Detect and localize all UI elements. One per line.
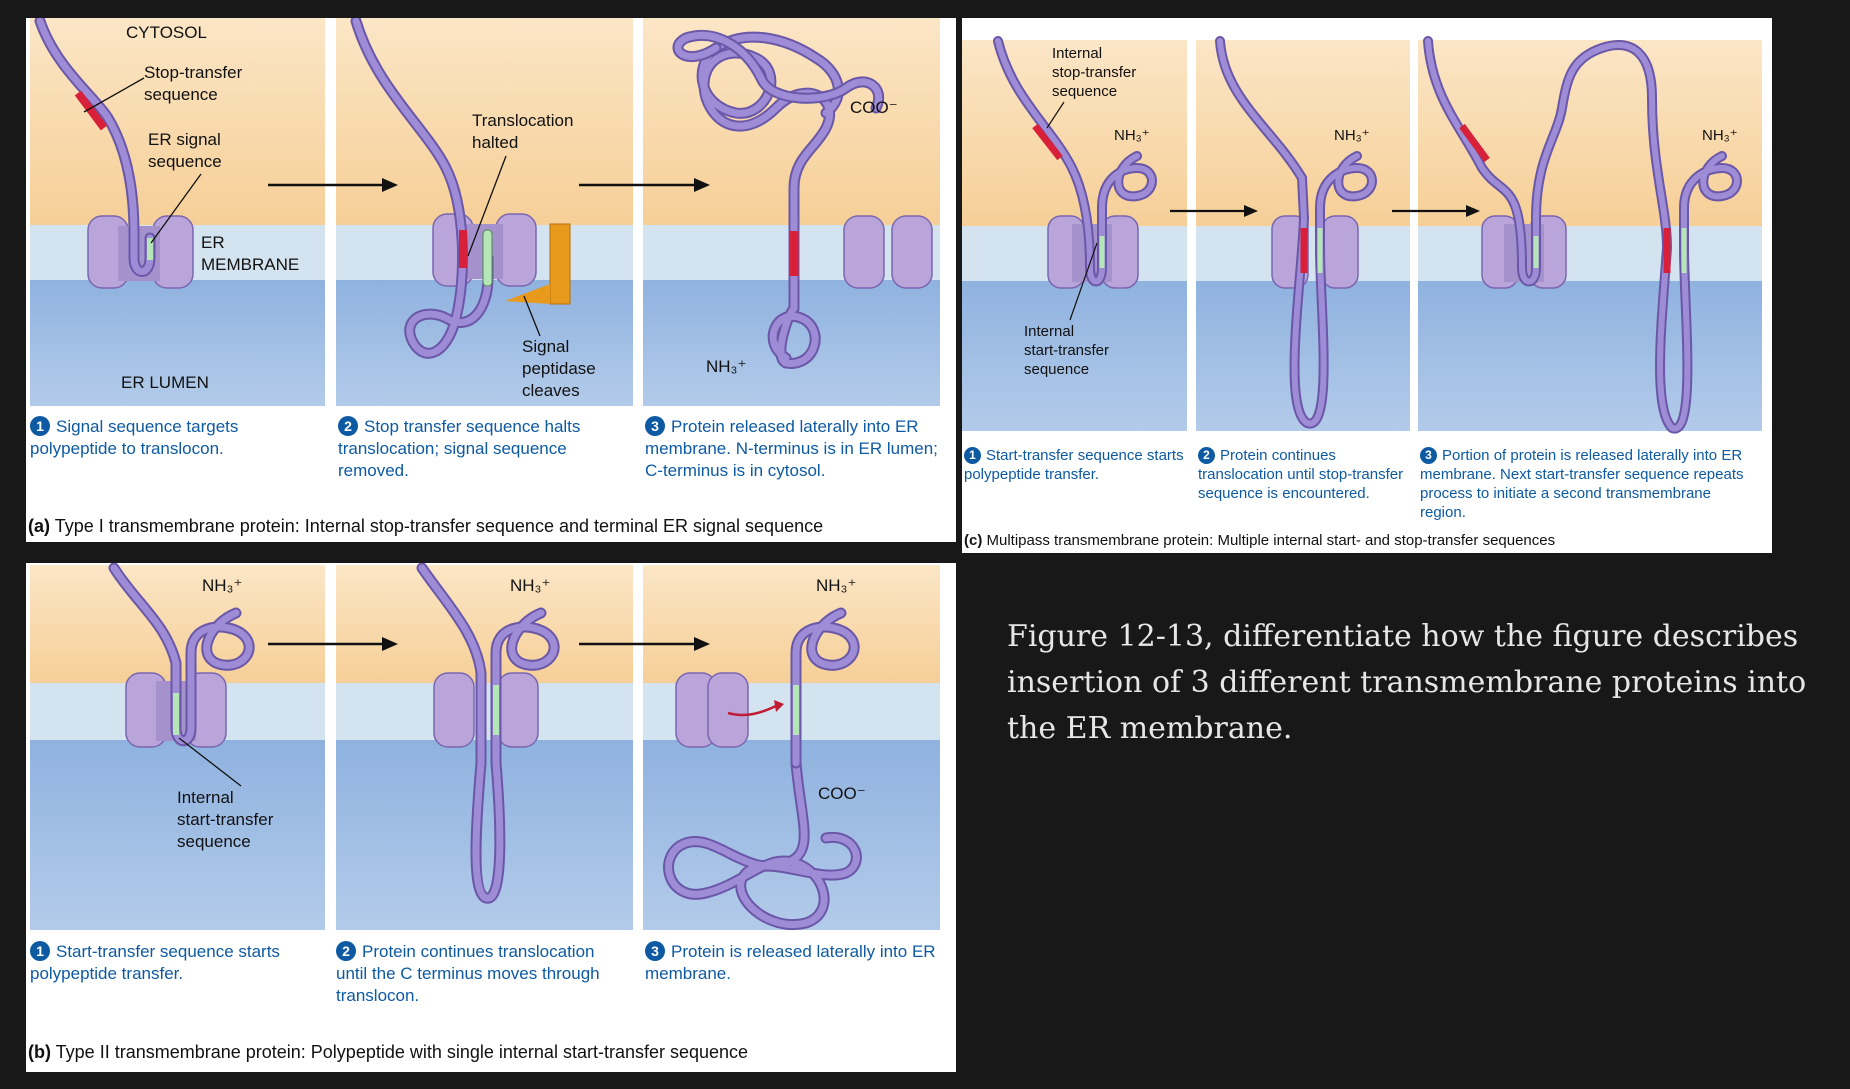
figure-a-type1: CYTOSOL Stop-transfer sequence ER signal… <box>26 18 956 542</box>
figure-a-title: (a) Type I transmembrane protein: Intern… <box>28 516 824 536</box>
label-nh3-b3: NH₃⁺ <box>816 576 856 595</box>
translocon-a1 <box>87 215 194 289</box>
label-nh3-a3: NH₃⁺ <box>706 357 746 376</box>
label-internal-start-transfer-c1: Internal <box>1024 323 1074 340</box>
figure-c-title: (c) Multipass transmembrane protein: Mul… <box>964 532 1556 549</box>
label-er-signal-1: ER signal <box>148 130 221 149</box>
question-prompt: Figure 12-13, differentiate how the figu… <box>1007 619 1807 746</box>
stop-transfer-segment-c1 <box>1032 123 1063 161</box>
label-stop-transfer-1: Stop-transfer <box>144 63 243 82</box>
translocon-b3 <box>675 672 749 748</box>
svg-text:sequence: sequence <box>1024 361 1089 378</box>
figure-c-multipass: Internal stop-transfer sequence Internal… <box>962 18 1772 553</box>
svg-text:cleaves: cleaves <box>522 381 580 400</box>
figure-b-title: (b) Type II transmembrane protein: Polyp… <box>28 1042 749 1062</box>
label-signal-peptidase-1: Signal <box>522 337 569 356</box>
svg-text:sequence: sequence <box>177 832 251 851</box>
panel-c3 <box>1418 40 1762 431</box>
svg-text:start-transfer: start-transfer <box>1024 342 1109 359</box>
svg-text:peptidase: peptidase <box>522 359 596 378</box>
signal-peptidase <box>549 223 571 305</box>
figure-c-illustration: Internal stop-transfer sequence Internal… <box>962 36 1762 434</box>
signal-sequence-a2 <box>482 229 493 287</box>
label-internal-start-transfer-1: Internal <box>177 788 234 807</box>
label-er-lumen: ER LUMEN <box>121 373 209 392</box>
figure-b-type2: NH₃⁺ NH₃⁺ NH₃⁺ COO⁻ Internal start-trans… <box>26 563 956 1072</box>
translocon-b2 <box>433 672 539 748</box>
stop-transfer-segment-a1 <box>74 90 108 131</box>
stop-transfer-segment-c3a <box>1459 123 1490 163</box>
label-cytosol: CYTOSOL <box>126 23 207 42</box>
svg-text:sequence: sequence <box>148 152 222 171</box>
svg-text:MEMBRANE: MEMBRANE <box>201 255 299 274</box>
label-nh3-c3: NH₃⁺ <box>1702 127 1738 144</box>
figure-a-illustration: CYTOSOL Stop-transfer sequence ER signal… <box>30 18 940 406</box>
label-coo-b3: COO⁻ <box>818 784 866 803</box>
label-coo-a3: COO⁻ <box>850 98 898 117</box>
label-er-membrane-1: ER <box>201 233 225 252</box>
svg-text:halted: halted <box>472 133 518 152</box>
label-nh3-b1: NH₃⁺ <box>202 576 242 595</box>
lateral-release-arrow <box>727 704 777 717</box>
svg-text:stop-transfer: stop-transfer <box>1052 64 1136 81</box>
label-nh3-b2: NH₃⁺ <box>510 576 550 595</box>
label-translocation-halted-1: Translocation <box>472 111 573 130</box>
svg-text:start-transfer: start-transfer <box>177 810 274 829</box>
label-internal-stop-transfer-1: Internal <box>1052 45 1102 62</box>
svg-text:sequence: sequence <box>144 85 218 104</box>
label-nh3-c1: NH₃⁺ <box>1114 127 1150 144</box>
figure-b-illustration: NH₃⁺ NH₃⁺ NH₃⁺ COO⁻ Internal start-trans… <box>30 563 940 930</box>
translocon-a3 <box>843 215 933 289</box>
label-nh3-c2: NH₃⁺ <box>1334 127 1370 144</box>
panel-b1 <box>30 565 325 930</box>
svg-text:sequence: sequence <box>1052 83 1117 100</box>
